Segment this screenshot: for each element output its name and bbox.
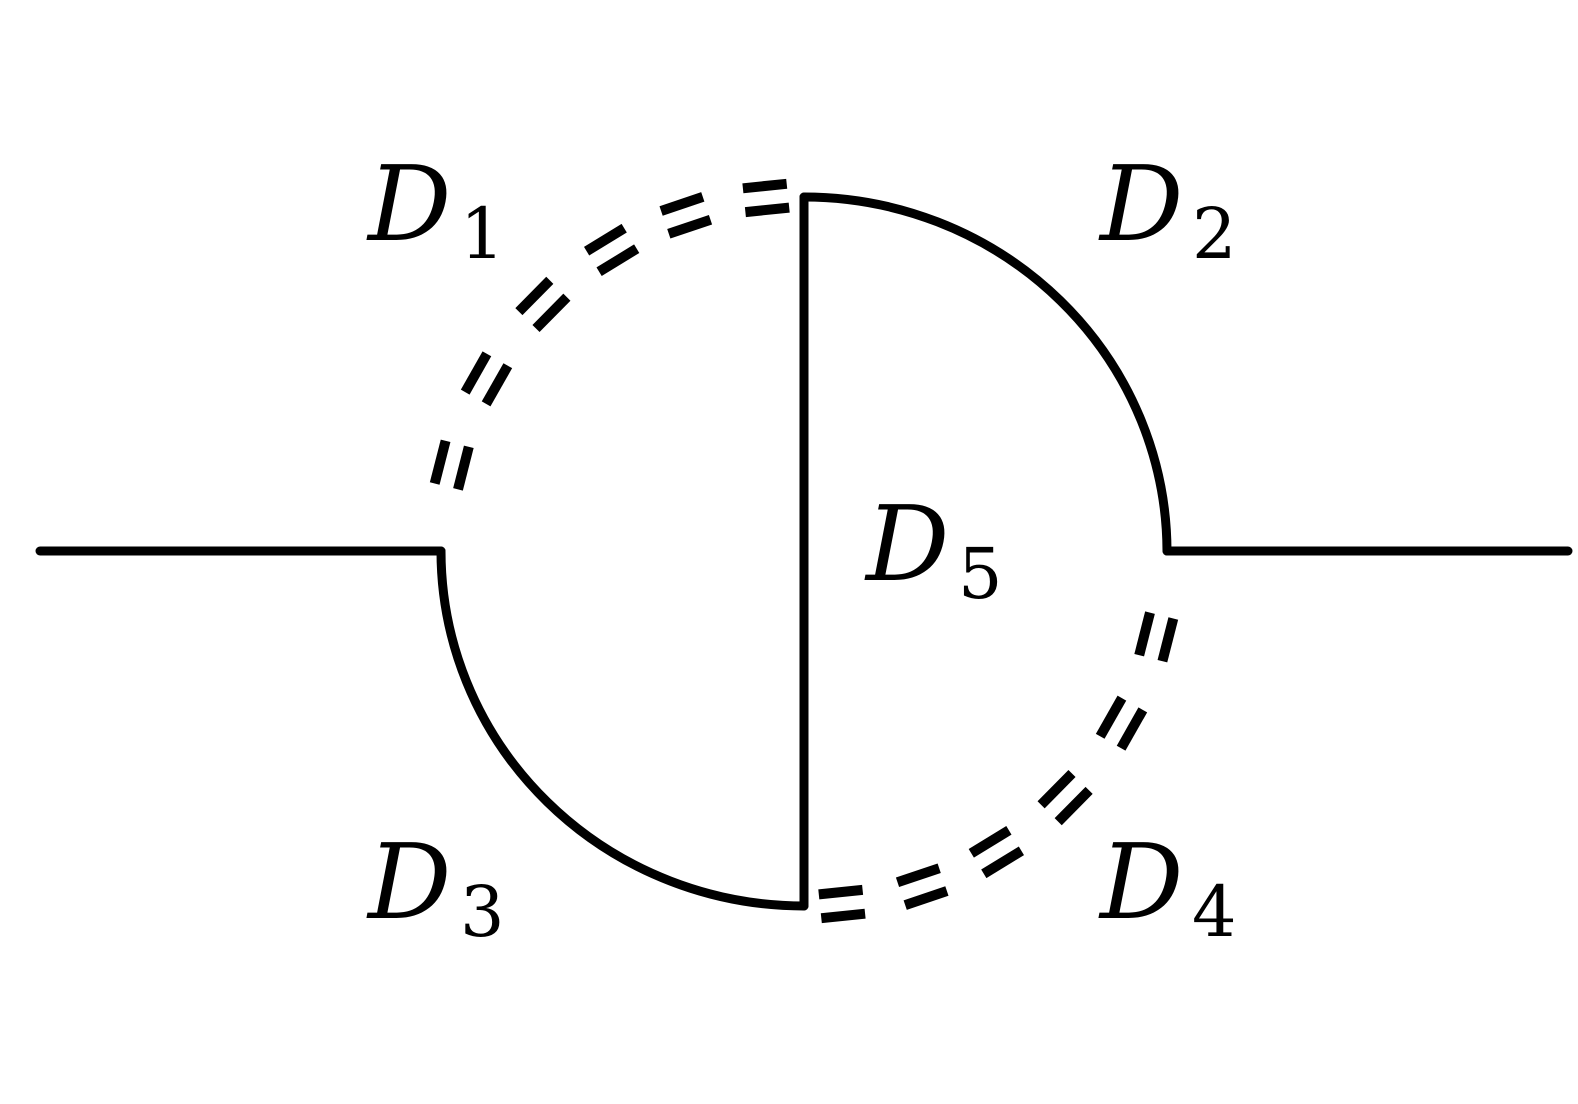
propagator-d4-cut: [818, 611, 1179, 924]
propagator-d4-dash-3-a: [1054, 786, 1093, 826]
label-d5: D 5: [864, 483, 1003, 615]
propagator-d4-dash-1-a: [1157, 617, 1179, 663]
propagator-d4-dash-4-a: [981, 846, 1025, 879]
label-d1-sub: 1: [460, 193, 505, 275]
propagator-d1-dash-1-b: [744, 202, 790, 218]
propagator-d1-dash-4-a: [515, 276, 554, 316]
propagator-d4-dash-4-b: [968, 826, 1012, 858]
label-d1-main: D: [366, 143, 451, 265]
propagator-d4-dash-1-b: [1134, 611, 1155, 657]
propagator-d4-dash-6-a: [820, 908, 866, 924]
label-d3: D 3: [366, 821, 505, 953]
propagator-d3-arc: [436, 546, 809, 911]
propagator-d1-cut: [429, 178, 790, 491]
internal-lines: [436, 192, 1172, 911]
label-d2-main: D: [1098, 143, 1183, 265]
propagator-d1-dash-3-a: [583, 223, 627, 256]
propagator-d4-dash-5-a: [903, 886, 949, 910]
label-d5-main: D: [864, 483, 949, 605]
propagator-d1-dash-5-b: [481, 363, 513, 407]
label-d4-sub: 4: [1192, 871, 1237, 953]
label-d1: D 1: [366, 143, 505, 275]
propagator-d4-dash-6-b: [818, 884, 864, 900]
propagator-d1-dash-6-a: [429, 439, 451, 485]
propagator-d1-dash-2-b: [667, 214, 713, 239]
propagator-d4-dash-3-b: [1037, 769, 1076, 809]
label-d3-sub: 3: [460, 871, 505, 953]
label-d2-sub: 2: [1192, 193, 1237, 275]
propagator-d4-dash-5-b: [895, 863, 941, 888]
propagator-d2-arc: [799, 192, 1172, 556]
label-d5-sub: 5: [958, 533, 1003, 615]
propagator-d1-dash-4-b: [532, 293, 571, 333]
propagator-d4-dash-2-b: [1095, 695, 1127, 739]
propagator-d1-dash-3-b: [596, 244, 640, 276]
propagator-d1-dash-6-b: [453, 445, 474, 491]
propagator-d4-dash-2-a: [1116, 707, 1148, 751]
propagator-d1-dash-2-a: [659, 192, 705, 216]
propagator-d1-dash-1-a: [742, 178, 788, 194]
label-d4-main: D: [1098, 821, 1183, 943]
label-d2: D 2: [1098, 143, 1237, 275]
label-d4: D 4: [1098, 821, 1237, 953]
propagator-d1-dash-5-a: [460, 351, 492, 395]
label-d3-main: D: [366, 821, 451, 943]
